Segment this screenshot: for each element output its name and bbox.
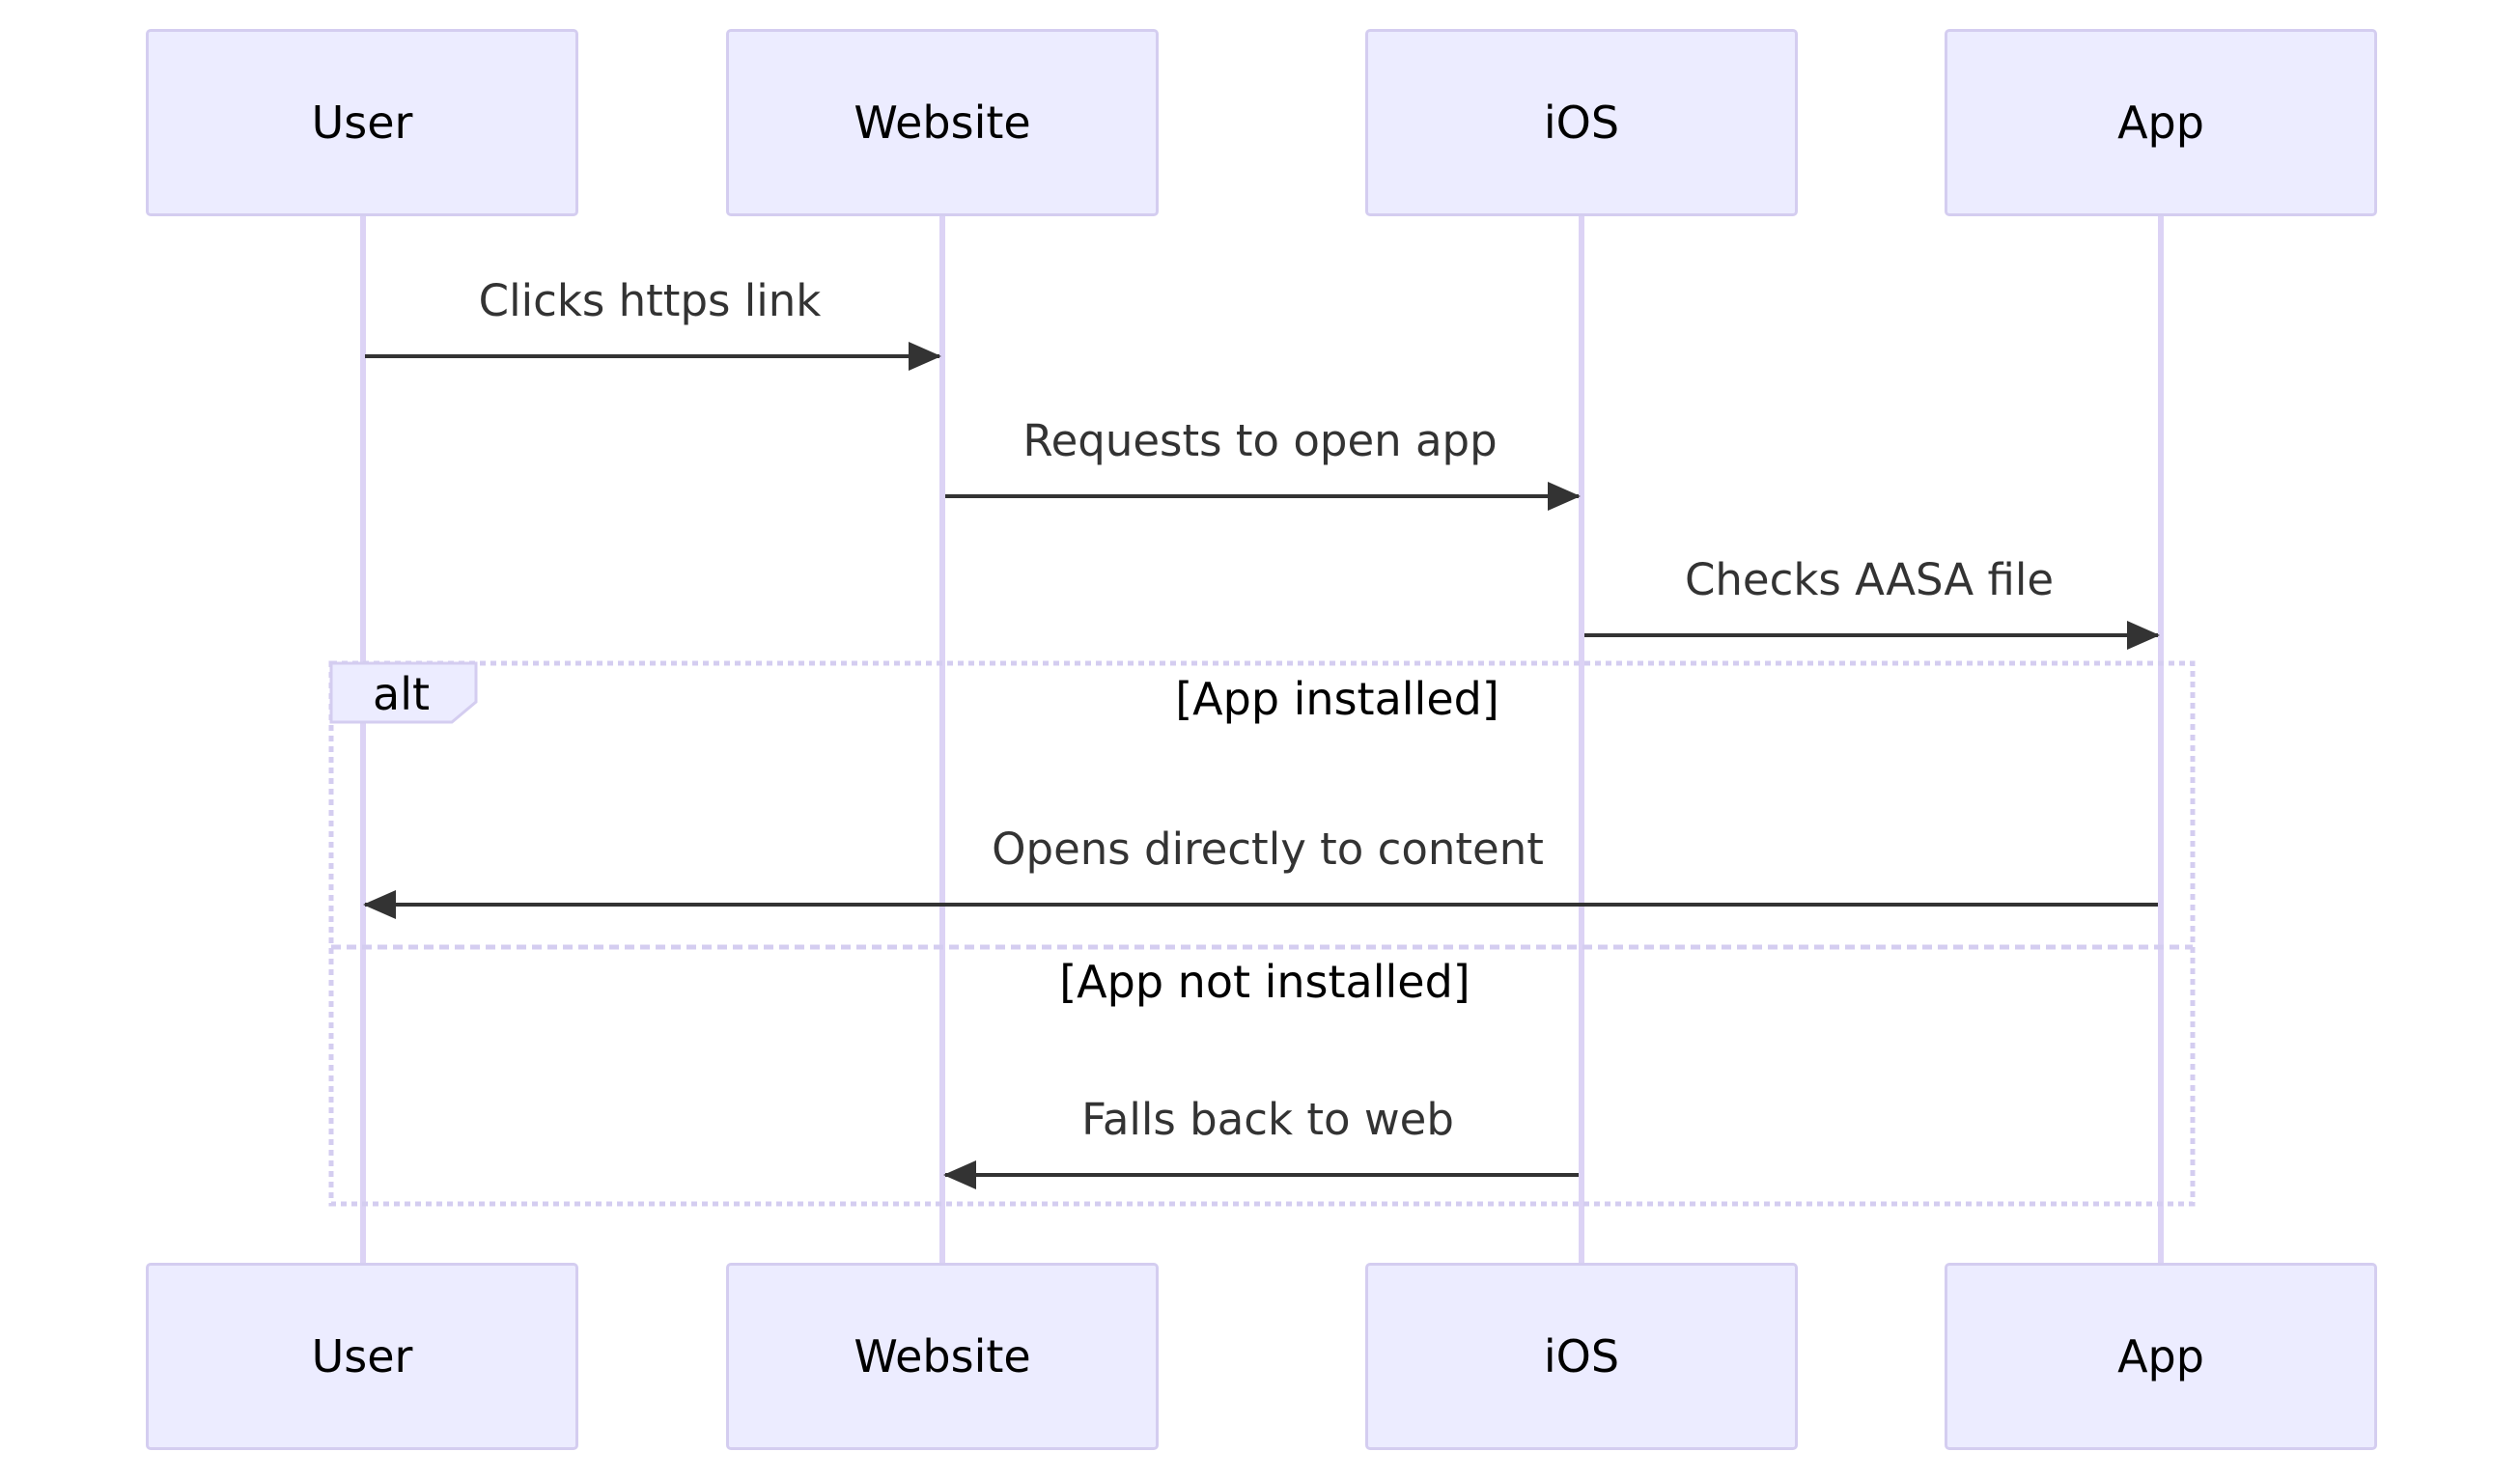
alt-tag-box (329, 661, 478, 724)
actor-ios-bottom: iOS (1365, 1263, 1798, 1450)
actor-user-top: User (146, 29, 578, 216)
message-label-requests-to-open-app: Requests to open app (1022, 415, 1498, 466)
alt-condition-app-not-installed: [App not installed] (1059, 956, 1470, 1008)
actor-app-bottom: App (1945, 1263, 2377, 1450)
lifeline-app (2158, 216, 2164, 1263)
actor-ios-top: iOS (1365, 29, 1798, 216)
message-label-opens-directly-to-content: Opens directly to content (992, 824, 1544, 875)
message-label-clicks-https-link: Clicks https link (478, 275, 822, 326)
message-label-falls-back-to-web: Falls back to web (1081, 1094, 1454, 1145)
message-label-checks-aasa-file: Checks AASA file (1684, 554, 2055, 605)
actor-user-bottom: User (146, 1263, 578, 1450)
lifeline-website (939, 216, 945, 1263)
actor-app-top: App (1945, 29, 2377, 216)
alt-tag-label: alt (373, 668, 431, 720)
actor-website-top: Website (726, 29, 1159, 216)
alt-condition-app-installed: [App installed] (1175, 673, 1499, 725)
lifeline-user (360, 216, 366, 1263)
actor-website-bottom: Website (726, 1263, 1159, 1450)
lifeline-ios (1579, 216, 1584, 1263)
